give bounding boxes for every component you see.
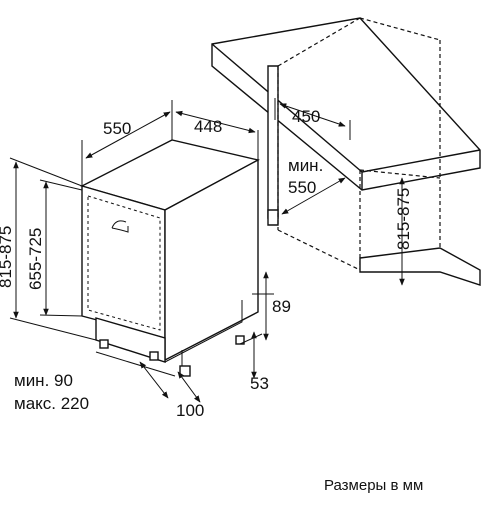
outer-height-label: 815-875 [0, 226, 15, 288]
depth-label: 550 [103, 119, 131, 138]
width-dimension [175, 110, 256, 134]
dishwasher-body [9, 100, 268, 377]
plinth-depth-dimension [177, 371, 201, 403]
niche-depth-label-value: 550 [288, 178, 316, 197]
width-label: 448 [194, 117, 222, 136]
plinth-offset-label: 53 [250, 374, 269, 393]
plinth-depth-label: 100 [176, 401, 204, 420]
plinth-height-dimension [258, 271, 274, 341]
depth-dimension [85, 111, 171, 159]
plinth-range-dimension [139, 361, 169, 399]
niche-height-label: 815-875 [394, 188, 413, 250]
body-height-label: 655-725 [26, 228, 45, 290]
plinth-range-max-label: макс. 220 [14, 394, 89, 413]
units-caption: Размеры в мм [324, 477, 423, 494]
niche-width-label: 450 [292, 107, 320, 126]
niche-outline [211, 17, 481, 286]
niche-width-dimension [274, 98, 351, 140]
niche-depth-dimension [281, 177, 346, 215]
niche-depth-label-min: мин. [288, 156, 323, 175]
plinth-height-label: 89 [272, 297, 291, 316]
plinth-range-min-label: мин. 90 [14, 371, 73, 390]
